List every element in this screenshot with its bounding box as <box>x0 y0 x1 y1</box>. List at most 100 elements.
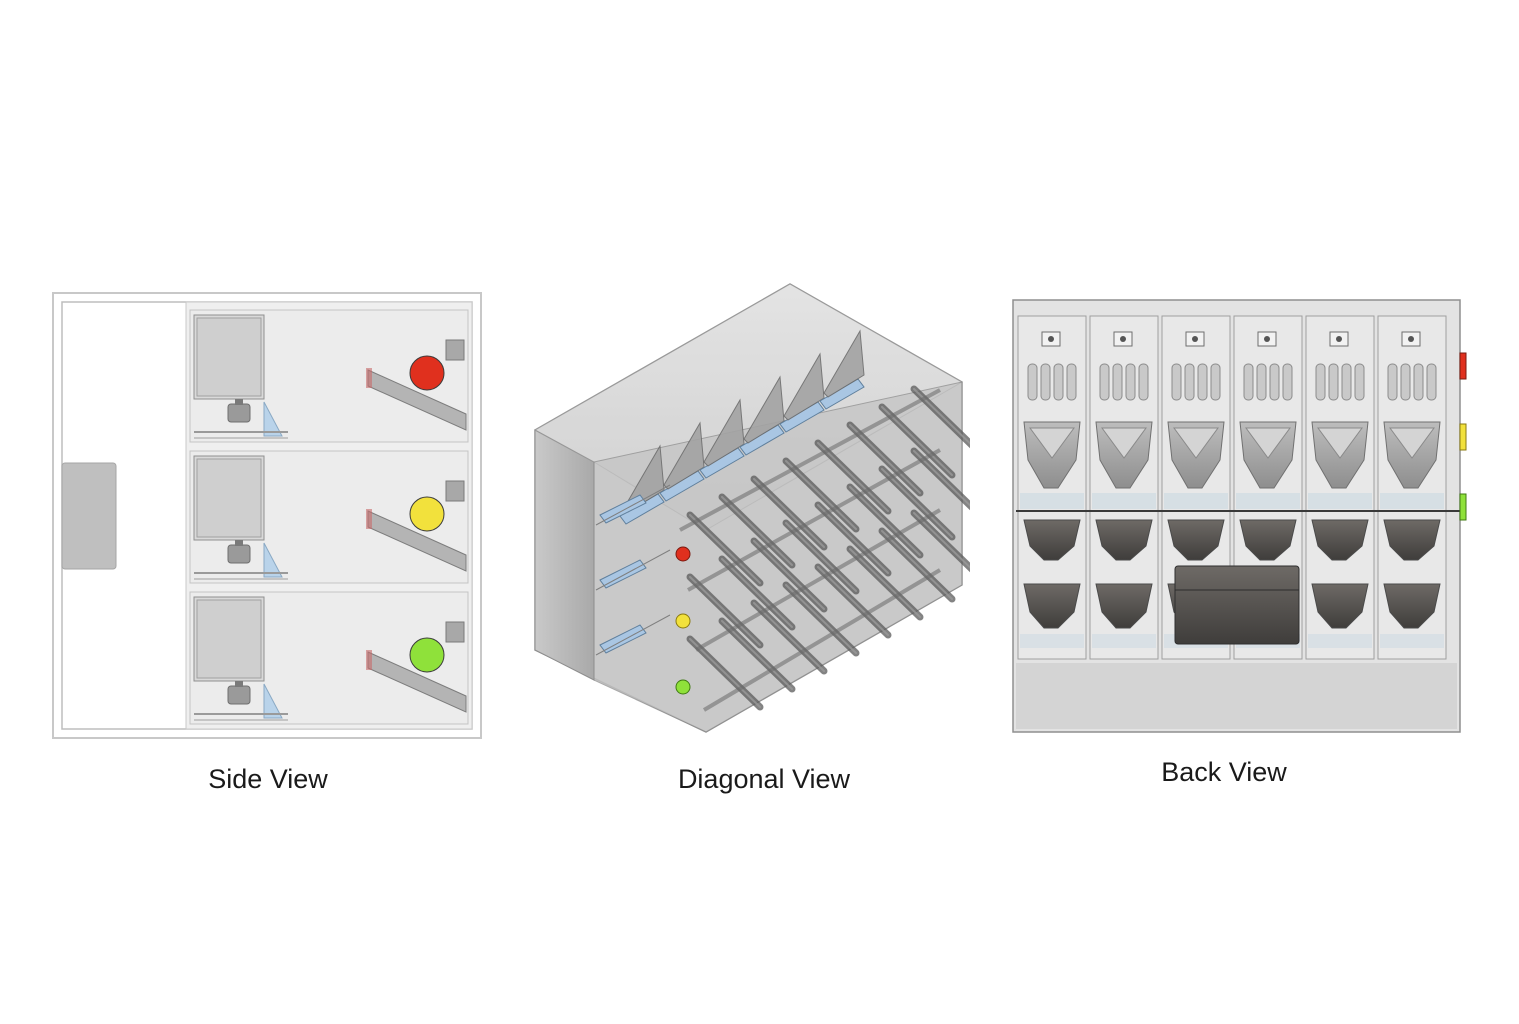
diag-rail-highlight <box>817 504 889 574</box>
back-finger-guide <box>1125 363 1136 401</box>
back-funnel-lower <box>1095 583 1153 629</box>
back-reflection <box>1164 493 1228 509</box>
side-ramp-stop <box>366 650 372 670</box>
back-reflection <box>1092 493 1156 509</box>
back-funnel-upper-inner <box>1029 427 1075 459</box>
diag-rail-highlight <box>689 576 761 646</box>
side-sensor <box>445 339 465 361</box>
back-finger-guide <box>1112 363 1123 401</box>
back-finger-guide <box>1256 363 1267 401</box>
back-view-drawing <box>1010 298 1470 736</box>
diagonal-view-drawing <box>530 280 970 740</box>
back-finger-guide <box>1282 363 1293 401</box>
back-finger-guide <box>1387 363 1398 401</box>
side-left-block <box>61 462 117 570</box>
back-reflection-lower <box>1308 634 1372 648</box>
side-green-ball <box>409 637 445 673</box>
diag-rail-highlight <box>817 442 889 512</box>
back-finger-guide <box>1210 363 1221 401</box>
side-view-svg <box>52 292 482 739</box>
side-stand-neck <box>235 681 243 687</box>
side-stand-neck <box>235 399 243 405</box>
diag-rail-highlight <box>689 638 761 708</box>
back-funnel-lower <box>1383 583 1441 629</box>
back-funnel-upper-inner <box>1317 427 1363 459</box>
side-sensor <box>445 621 465 643</box>
back-reflection <box>1308 493 1372 509</box>
back-column-2 <box>1089 315 1159 660</box>
side-screen <box>196 599 262 679</box>
side-yellow-ball <box>409 496 445 532</box>
diag-rail-highlight <box>753 540 825 610</box>
back-reflection <box>1380 493 1444 509</box>
diag-rail-highlight <box>849 424 921 494</box>
back-finger-guide <box>1269 363 1280 401</box>
side-blue-tray <box>263 401 283 437</box>
diag-shelf-line <box>595 614 671 656</box>
back-funnel-middle <box>1023 519 1081 561</box>
side-stand <box>227 403 251 423</box>
diag-rail-highlight <box>881 468 953 538</box>
diag-rail-highlight <box>785 584 857 654</box>
back-finger-guide <box>1243 363 1254 401</box>
diag-rail-highlight <box>913 512 970 569</box>
back-column-1 <box>1017 315 1087 660</box>
side-view-drawing <box>52 292 484 742</box>
back-view-svg <box>1012 299 1467 733</box>
back-finger-guide <box>1099 363 1110 401</box>
back-sensor-lens <box>1264 336 1270 342</box>
back-finger-guide <box>1400 363 1411 401</box>
back-sensor-lens <box>1048 336 1054 342</box>
back-finger-guide <box>1354 363 1365 401</box>
back-funnel-upper-inner <box>1173 427 1219 459</box>
diag-dispenser <box>743 375 785 444</box>
side-shelf-3 <box>189 591 469 725</box>
side-view-caption: Side View <box>208 764 328 794</box>
back-sensor-lens <box>1192 336 1198 342</box>
back-red-indicator <box>1459 352 1467 380</box>
diagonal-view-svg <box>533 283 970 733</box>
side-ramp-stop <box>366 509 372 529</box>
back-view-caption: Back View <box>1161 757 1287 787</box>
diag-left-face <box>534 429 595 681</box>
diag-rail-highlight <box>817 566 889 636</box>
side-blue-tray <box>263 683 283 719</box>
diag-rail-highlight <box>849 548 921 618</box>
back-yellow-indicator <box>1459 423 1467 451</box>
diag-cross-rail <box>695 508 941 652</box>
side-red-ball <box>409 355 445 391</box>
back-finger-guide <box>1341 363 1352 401</box>
diag-rail-highlight <box>721 496 793 566</box>
diag-cross-rail <box>679 388 941 532</box>
back-reflection-lower <box>1092 634 1156 648</box>
diag-dispenser <box>783 352 825 421</box>
diag-rail-highlight <box>753 602 825 672</box>
side-screen <box>196 458 262 538</box>
back-sensor-lens <box>1408 336 1414 342</box>
back-finger-guide <box>1315 363 1326 401</box>
back-base <box>1016 663 1457 729</box>
diag-yellow-indicator <box>675 613 691 629</box>
diag-rail-highlight <box>721 620 793 690</box>
back-funnel-middle <box>1239 519 1297 561</box>
diag-rail-highlight <box>913 388 970 445</box>
diag-rail-highlight <box>721 558 793 628</box>
back-funnel-lower <box>1023 583 1081 629</box>
side-shelf-2 <box>189 450 469 584</box>
diag-red-indicator <box>675 546 691 562</box>
back-center-box <box>1174 565 1300 645</box>
back-finger-guide <box>1053 363 1064 401</box>
side-ramp-stop <box>366 368 372 388</box>
side-shelf-1 <box>189 309 469 443</box>
diag-dispenser <box>663 421 705 490</box>
diag-cross-rail <box>702 568 942 712</box>
back-column-5 <box>1305 315 1375 660</box>
side-stand <box>227 544 251 564</box>
back-funnel-upper-inner <box>1245 427 1291 459</box>
diag-rail-highlight <box>849 486 921 556</box>
diag-dispenser <box>703 398 745 467</box>
back-funnel-upper-inner <box>1389 427 1435 459</box>
side-screen <box>196 317 262 397</box>
side-stand <box>227 685 251 705</box>
back-reflection-lower <box>1380 634 1444 648</box>
